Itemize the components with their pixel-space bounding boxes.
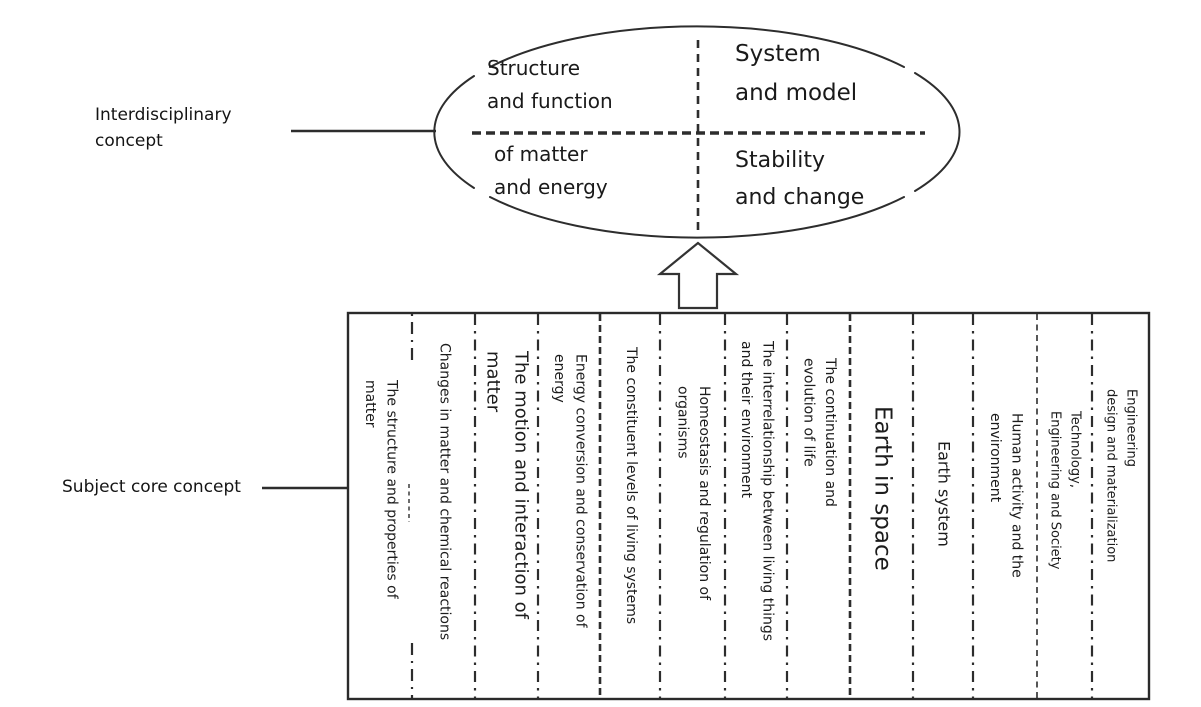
interdisciplinary-concept-label: Interdisciplinary concept [95,103,232,154]
quadrant-structure-function: Structure and function [487,52,613,118]
quadrant-text-line: of matter [494,142,588,166]
ellipse-left-arc [433,75,475,189]
quadrant-text-line: and function [487,89,613,113]
interdisciplinary-label-line2: concept [95,130,163,151]
concept-column: Changes in matter and chemical reactions [414,343,473,640]
ellipse-right-arc [914,72,961,192]
concept-line: Engineering and Society [1047,411,1063,570]
concept-column: Homeostasis and regulation of organisms [662,386,723,600]
concept-line: Engineering [1123,389,1139,467]
concept-line: The interrelationship between living thi… [759,341,776,642]
concept-column: Human activity and the environment [975,413,1035,578]
quadrant-text-line: and energy [494,175,608,199]
concept-column: Energy conversion and conservation of ene… [540,354,598,628]
concept-column: The motion and interaction of matter [477,351,536,619]
concept-line: matter [482,351,504,413]
concept-line: Earth in space [869,406,896,571]
concept-column: Technology,Engineering and Society [1039,411,1090,569]
concept-column: The interrelationship between living thi… [727,341,785,641]
quadrant-text-line: Structure [487,56,581,80]
quadrant-text-line: and model [735,80,858,107]
concept-column: The continuation and evolution of life [789,358,848,507]
column-dividers [408,314,1094,698]
concept-column: The constituent levels of living systems [602,347,658,624]
concept-line: Technology, [1067,411,1083,488]
concept-line: Changes in matter and chemical reactions [436,343,453,641]
quadrant-matter-energy: of matter and energy [494,138,608,204]
concept-line: The motion and interaction of [510,351,532,619]
ellipse-bottom-arc [489,196,905,239]
quadrant-text-line: System [735,41,821,67]
concept-line: matter [362,380,378,428]
concept-line: environment [987,413,1003,503]
concept-line: Human activity and the [1008,413,1025,578]
ellipse-outline [433,25,961,239]
up-arrow-icon [656,241,740,310]
concept-line: Energy conversion and conservation of [572,354,589,628]
concept-line: The continuation and [822,358,839,507]
concept-column: Earth in space [852,406,911,571]
concept-column: The structure and properties of matter [350,380,410,599]
concept-column: Earth system [915,441,971,547]
concept-line: The constituent levels of living systems [622,347,639,625]
quadrant-system-model: System and model [735,35,857,113]
concept-line: Homeostasis and regulation of [696,386,713,601]
ellipse-top-arc [489,25,905,68]
quadrant-text-line: Stability [735,148,826,173]
concept-box [346,311,1151,701]
subject-core-concept-label: Subject core concept [62,477,241,497]
interdisciplinary-label-line1: Interdisciplinary [95,105,232,125]
concept-line: organisms [674,386,691,459]
concept-line: and their environment [738,341,754,499]
concept-line: design and materialization [1103,389,1119,563]
quadrant-stability-change: Stability and change [735,142,864,217]
concept-line: energy [551,354,567,403]
concept-line: evolution of life [800,358,817,467]
concept-line: The structure and properties of [383,380,400,599]
concept-line: Earth system [934,441,954,547]
quadrant-text-line: and change [735,185,865,211]
